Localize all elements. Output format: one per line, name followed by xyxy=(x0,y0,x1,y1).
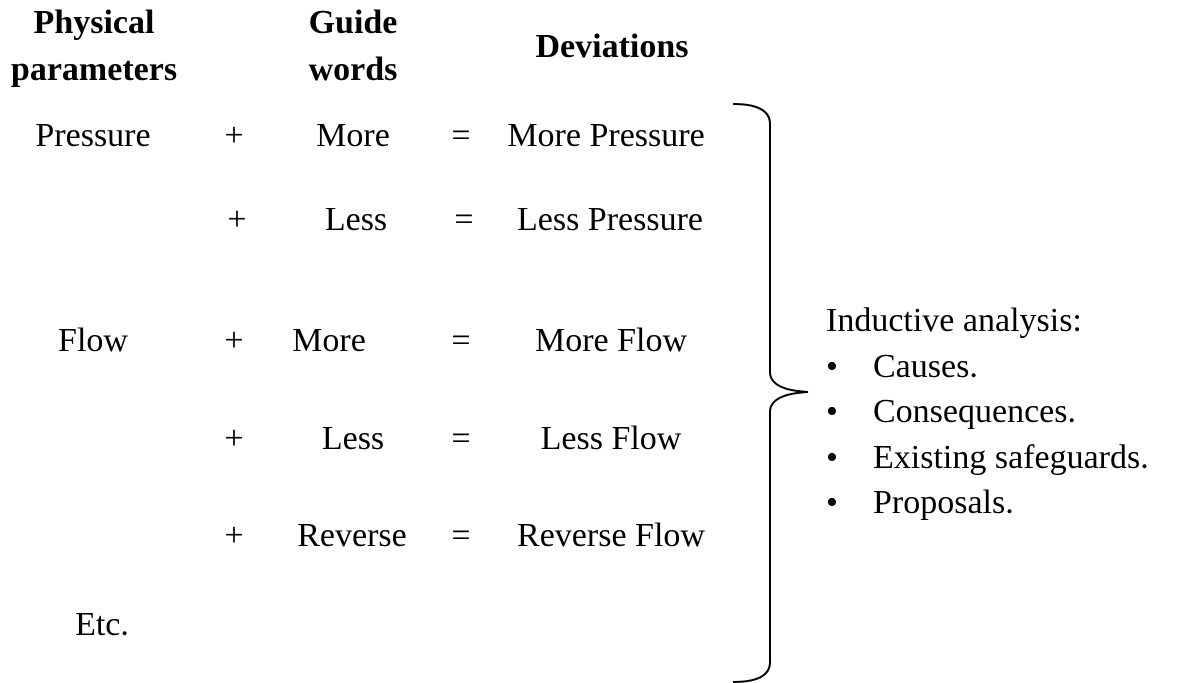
header-guide-words: Guide words xyxy=(309,0,398,94)
header-guide-line1: Guide xyxy=(308,4,398,41)
list-item: • Causes. xyxy=(826,344,1149,390)
inductive-analysis: Inductive analysis: • Causes. • Conseque… xyxy=(826,298,1149,526)
guide-word: Less xyxy=(321,420,385,457)
list-item: • Consequences. xyxy=(826,389,1149,435)
deviation: Less Flow xyxy=(540,420,682,457)
list-item: • Proposals. xyxy=(826,480,1149,526)
equals-sign: = xyxy=(451,420,471,457)
plus-sign: + xyxy=(224,420,244,457)
list-item-label: Existing safeguards. xyxy=(873,438,1149,476)
parameter-etc: Etc. xyxy=(75,606,129,643)
list-item: • Existing safeguards. xyxy=(826,435,1149,481)
header-physical-line1: Physical xyxy=(33,4,155,41)
equals-sign: = xyxy=(451,322,471,359)
deviation: More Pressure xyxy=(507,117,705,154)
deviation: Reverse Flow xyxy=(517,517,705,554)
plus-sign: + xyxy=(224,322,244,359)
plus-sign: + xyxy=(224,117,244,154)
equals-sign: = xyxy=(451,117,471,154)
plus-sign: + xyxy=(224,517,244,554)
list-item-label: Consequences. xyxy=(873,393,1077,430)
parameter-flow: Flow xyxy=(58,322,128,359)
equals-sign: = xyxy=(451,517,471,554)
header-physical-line2: parameters xyxy=(10,50,178,88)
bullet-icon: • xyxy=(826,484,838,521)
guide-word: Less xyxy=(324,201,388,238)
bullet-icon: • xyxy=(826,347,838,385)
equals-sign: = xyxy=(454,201,474,238)
bullet-icon: • xyxy=(826,438,838,476)
guide-word: More xyxy=(316,117,390,154)
header-guide-line2: words xyxy=(308,50,398,88)
bullet-icon: • xyxy=(826,393,838,430)
plus-sign: + xyxy=(227,201,247,238)
guide-word: Reverse xyxy=(297,517,407,554)
header-physical-parameters: Physical parameters xyxy=(11,0,177,94)
inductive-analysis-title: Inductive analysis: xyxy=(826,302,1082,339)
list-item-label: Proposals. xyxy=(873,484,1014,521)
list-item-label: Causes. xyxy=(873,347,978,385)
guide-word: More xyxy=(292,322,366,359)
parameter-pressure: Pressure xyxy=(35,117,151,154)
header-deviations: Deviations xyxy=(535,28,689,65)
deviation: More Flow xyxy=(534,322,688,359)
deviation: Less Pressure xyxy=(516,201,704,238)
